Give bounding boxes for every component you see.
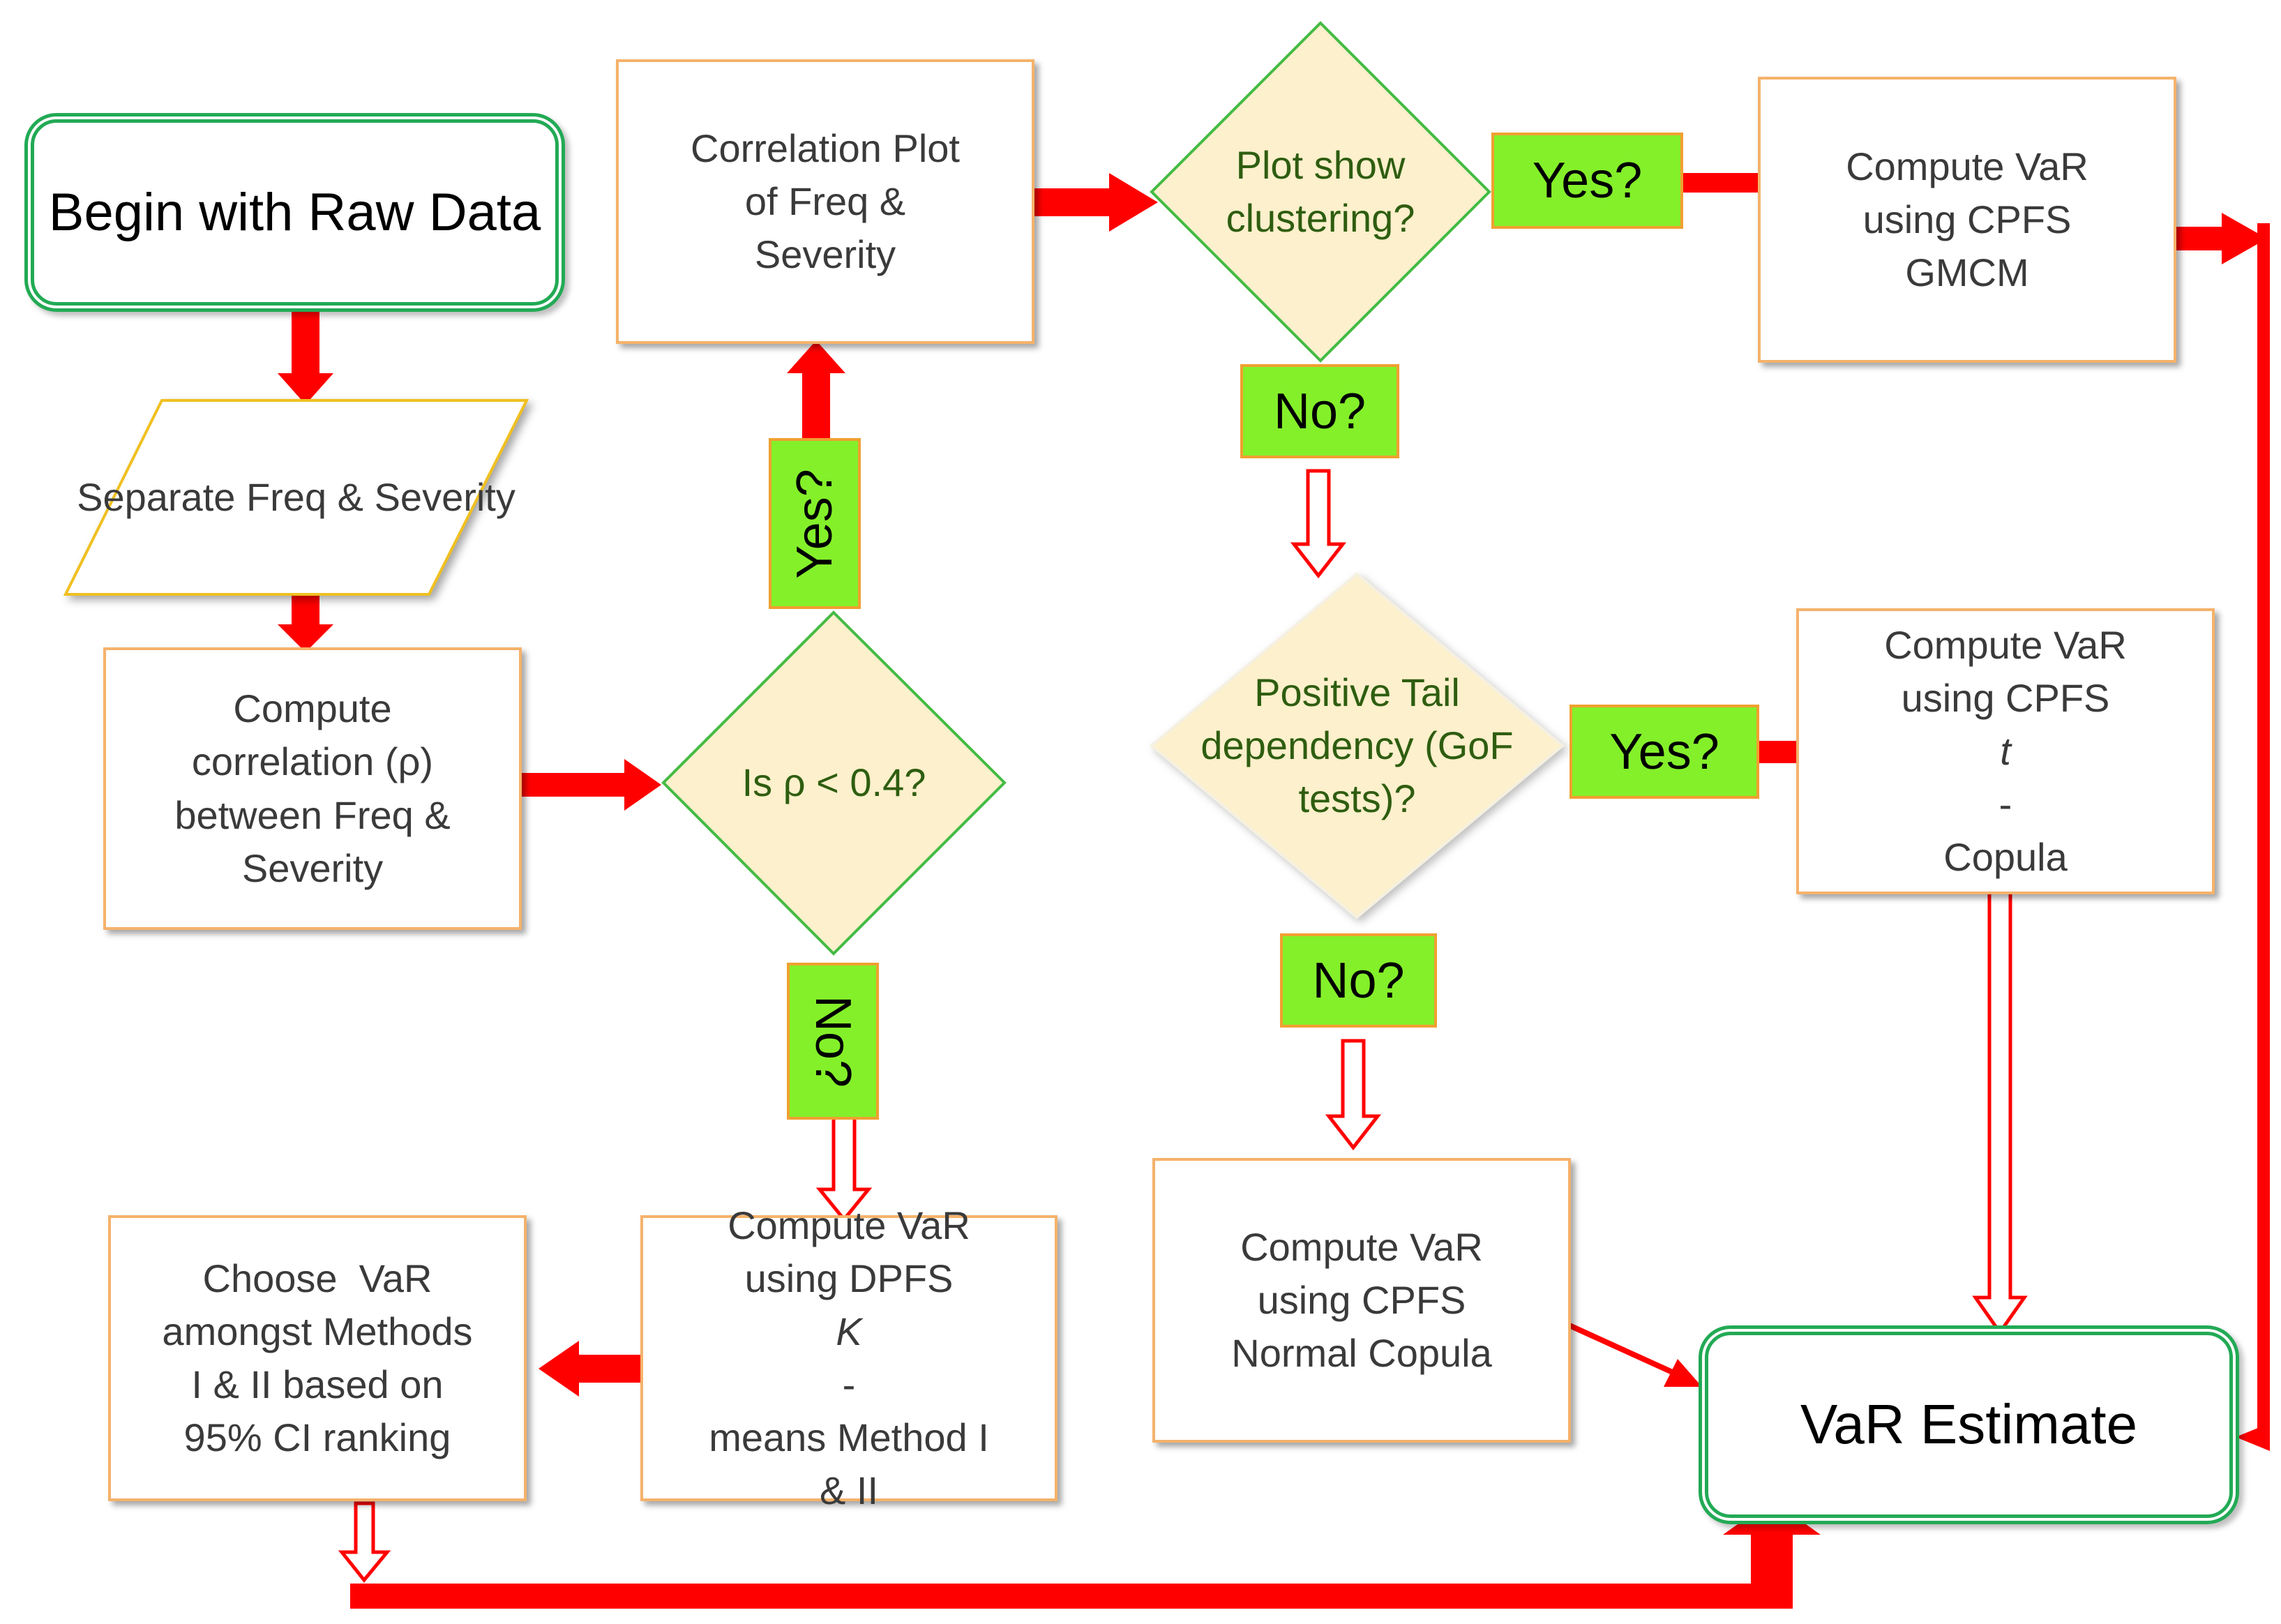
- choose-box: Choose VaR amongst Methods I & II based …: [108, 1215, 527, 1501]
- diamond-shape: [661, 610, 1007, 956]
- label-no-rho-text: No?: [805, 995, 861, 1088]
- gmcm-line-1: Compute VaR: [1846, 144, 2088, 188]
- arrow-no-to-normal: [1325, 1039, 1382, 1151]
- start-line-1: Begin with Raw: [48, 182, 414, 242]
- arrow-normal-to-estimate-head: [1664, 1359, 1702, 1387]
- kmeans-line-3: means Method I: [709, 1415, 989, 1460]
- label-yes-rho: Yes?: [769, 438, 861, 609]
- normal-copula-line-2: using CPFS: [1257, 1277, 1466, 1322]
- decision-clustering: Plot show clustering?: [1150, 21, 1491, 363]
- compute-corr-line-2: correlation (ρ): [191, 739, 434, 784]
- normal-copula-box: Compute VaR using CPFS Normal Copula: [1152, 1158, 1571, 1443]
- decision-tail-line-2: dependency (GoF: [1200, 723, 1514, 767]
- label-yes-cluster: Yes?: [1491, 133, 1683, 229]
- kmeans-line-4: & II: [819, 1468, 878, 1513]
- kmeans-line-1: Compute VaR: [728, 1203, 970, 1247]
- label-yes-tail: Yes?: [1569, 705, 1759, 799]
- choose-line-4: 95% CI ranking: [183, 1415, 451, 1460]
- arrow-separate-to-correlation: [278, 582, 333, 652]
- label-no-tail-text: No?: [1312, 952, 1405, 1009]
- var-estimate-text: VaR Estimate: [1800, 1393, 2138, 1456]
- arrow-choose-down: [338, 1501, 391, 1583]
- label-no-cluster: No?: [1240, 364, 1399, 458]
- normal-copula-line-3: Normal Copula: [1231, 1331, 1492, 1376]
- start-line-2: Data: [428, 182, 541, 242]
- arrow-normal-to-estimate-line: [1568, 1323, 1686, 1381]
- decision-cluster-line-2: clustering?: [1226, 196, 1415, 240]
- arrow-no-to-tail: [1290, 469, 1347, 579]
- arrow-right-to-estimate: [2236, 1423, 2270, 1451]
- t-copula-line-2c: -: [1998, 782, 2012, 827]
- choose-line-3: I & II based on: [191, 1362, 444, 1406]
- separate-line-1: Separate Freq &: [77, 474, 364, 519]
- arrow-kmeans-to-choose: [539, 1341, 647, 1397]
- arrow-start-to-separate: [278, 300, 333, 405]
- t-copula-line-2b: t: [2000, 728, 2011, 773]
- decision-rho-text: Is ρ < 0.4?: [741, 760, 926, 805]
- separate-data-shape: Separate Freq & Severity: [63, 399, 529, 596]
- separate-line-2: Severity: [374, 474, 515, 519]
- decision-tail-line-1: Positive Tail: [1254, 670, 1460, 714]
- choose-line-2: amongst Methods: [162, 1309, 473, 1353]
- arrow-correlation-to-decision: [516, 759, 661, 811]
- line-bottom-horizontal: [350, 1584, 1791, 1609]
- arrow-tcopula-to-estimate: [1972, 887, 2028, 1336]
- corr-plot-line-2: of Freq &: [744, 179, 906, 223]
- choose-line-1: Choose VaR: [202, 1256, 432, 1300]
- t-copula-line-2a: using CPFS: [1901, 675, 2110, 720]
- t-copula-box: Compute VaR using CPFS t - Copula: [1796, 608, 2215, 894]
- kmeans-box: Compute VaR using DPFS K - means Method I…: [640, 1203, 1057, 1512]
- corr-plot-line-1: Correlation Plot: [691, 126, 960, 170]
- kmeans-line-2c: -: [842, 1362, 856, 1406]
- decision-rho: Is ρ < 0.4?: [661, 610, 1007, 956]
- kmeans-line-2: using DPFS K -: [709, 1252, 989, 1411]
- diamond-shape: [1150, 21, 1491, 363]
- gmcm-box: Compute VaR using CPFS GMCM: [1758, 77, 2176, 363]
- t-copula-line-3: Copula: [1943, 835, 2068, 880]
- decision-tail-line-3: tests)?: [1298, 776, 1416, 821]
- kmeans-line-2b: K: [836, 1309, 862, 1353]
- t-copula-line-2: using CPFS t -: [1884, 672, 2127, 831]
- start-terminator: Begin with Raw Data: [24, 113, 565, 312]
- correlation-plot-box: Correlation Plot of Freq & Severity: [616, 59, 1034, 344]
- kmeans-line-2a: using DPFS: [744, 1256, 954, 1300]
- normal-copula-line-1: Compute VaR: [1240, 1224, 1483, 1269]
- arrow-corrplot-to-cluster: [1027, 173, 1158, 232]
- var-estimate-terminator: VaR Estimate: [1699, 1325, 2239, 1524]
- parallelogram-shape: [63, 399, 529, 596]
- diamond-shape: [1149, 572, 1565, 919]
- compute-corr-line-1: Compute: [233, 686, 392, 731]
- label-no-rho: No?: [787, 963, 879, 1120]
- label-yes-cluster-text: Yes?: [1532, 153, 1643, 209]
- compute-correlation-box: Compute correlation (ρ) between Freq & S…: [103, 647, 522, 930]
- gmcm-line-3: GMCM: [1905, 250, 2029, 295]
- decision-cluster-line-1: Plot show: [1235, 142, 1406, 187]
- t-copula-line-1: Compute VaR: [1884, 622, 2127, 667]
- gmcm-line-2: using CPFS: [1862, 197, 2072, 241]
- line-right-vertical: [2257, 223, 2270, 1437]
- arrow-gmcm-to-right: [2133, 213, 2267, 264]
- arrow-bottom-to-estimate: [1723, 1500, 1821, 1609]
- corr-plot-line-3: Severity: [754, 232, 896, 277]
- label-no-tail: No?: [1280, 933, 1437, 1028]
- label-no-cluster-text: No?: [1273, 383, 1367, 439]
- arrow-no-to-kmeans: [815, 1114, 873, 1222]
- arrow-yes-to-corrplot: [787, 340, 845, 443]
- label-yes-rho-text: Yes?: [787, 468, 843, 579]
- label-yes-tail-text: Yes?: [1609, 723, 1719, 780]
- compute-corr-line-4: Severity: [241, 845, 384, 890]
- compute-corr-line-3: between Freq &: [174, 792, 451, 837]
- decision-tail: Positive Tail dependency (GoF tests)?: [1149, 572, 1565, 919]
